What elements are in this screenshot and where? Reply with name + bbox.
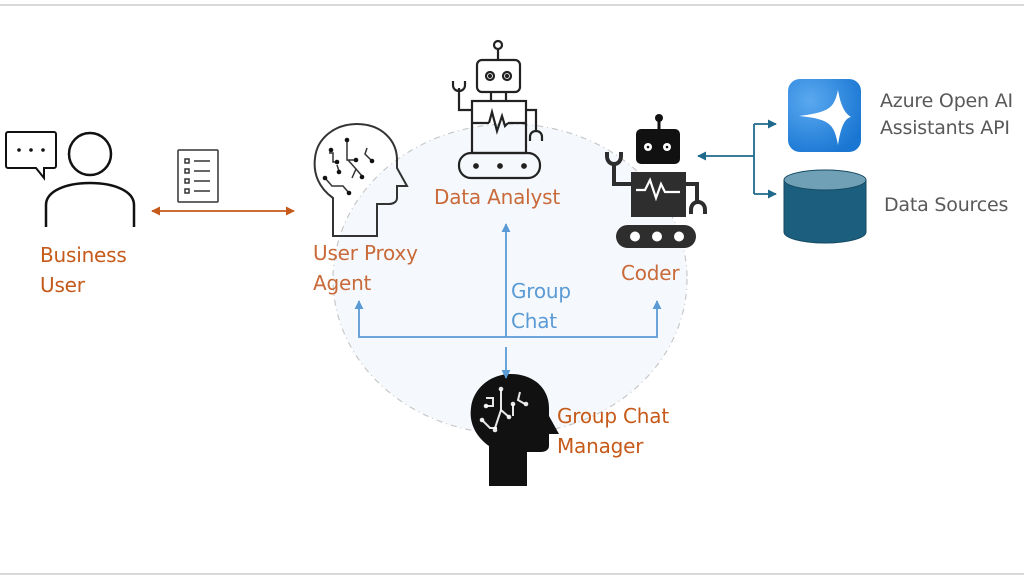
business-user-label: Business User (40, 240, 127, 300)
slide-top-border (0, 4, 1024, 6)
group-chat-manager-label: Group Chat Manager (557, 401, 669, 461)
azure-openai-label-line2: Assistants API (880, 117, 1010, 139)
ai-head-outline-icon (313, 122, 409, 237)
user-proxy-agent-label: User Proxy Agent (313, 238, 418, 298)
data-analyst-label: Data Analyst (434, 185, 560, 209)
group-chat-label-line2: Chat (511, 309, 557, 333)
robot-filled-icon (605, 114, 707, 248)
ai-head-filled-icon (470, 374, 559, 486)
azure-sparkle-icon (788, 79, 861, 152)
user-proxy-label-line2: Agent (313, 271, 372, 295)
group-chat-connectors (354, 223, 662, 379)
group-chat-label: Group Chat (511, 276, 571, 336)
business-user-label-line2: User (40, 273, 85, 297)
azure-openai-label-line1: Azure Open AI (880, 90, 1013, 112)
user-proxy-label-line1: User Proxy (313, 241, 418, 265)
arrow-to-user-proxy (354, 300, 506, 338)
group-chat-manager-label-line1: Group Chat (557, 404, 669, 428)
robot-outline-icon (451, 39, 544, 180)
database-cylinder-icon (783, 169, 867, 244)
data-sources-label: Data Sources (884, 194, 1009, 216)
group-chat-manager-label-line2: Manager (557, 434, 644, 458)
coder-label: Coder (621, 261, 680, 285)
group-chat-label-line1: Group (511, 279, 571, 303)
person-with-speech-bubble-icon (5, 131, 136, 227)
checklist-document-icon (177, 149, 219, 203)
azure-openai-label: Azure Open AI Assistants API (880, 88, 1013, 142)
business-user-label-line1: Business (40, 243, 127, 267)
slide-bottom-border (0, 573, 1024, 575)
external-connectors (697, 119, 777, 199)
arrow-to-coder (506, 300, 662, 338)
